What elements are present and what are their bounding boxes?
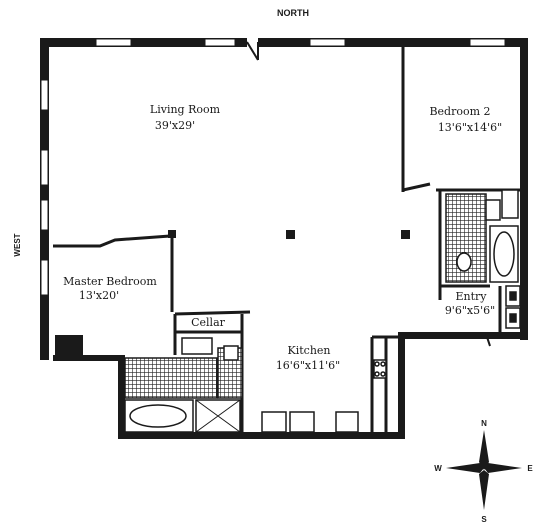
bedroom2-name: Bedroom 2 (429, 105, 490, 118)
column (168, 230, 176, 238)
compass-s-label: S (481, 515, 487, 524)
interior-walls (53, 46, 520, 432)
master-vanity (181, 337, 213, 355)
bath-west-wall (118, 355, 125, 439)
master-north-wall (53, 234, 171, 248)
compass-e-label: E (527, 464, 533, 473)
master-tub-basin (129, 404, 187, 428)
entry-door-swing (485, 333, 491, 347)
burner (374, 361, 380, 367)
closet-mark (509, 313, 517, 323)
window (40, 149, 49, 186)
entry-name: Entry (455, 290, 487, 303)
window (40, 259, 49, 296)
kitchen-east-wall (398, 332, 405, 438)
compass-north-point (479, 430, 489, 470)
bathroom-2 (445, 189, 519, 283)
burner (380, 361, 386, 367)
bath2-sink (485, 199, 501, 221)
north-wall-east (258, 38, 526, 47)
west-label: WEST (13, 233, 22, 256)
kitchen-dimensions: 16'6"x11'6" (276, 359, 340, 372)
appliance (261, 411, 287, 433)
bath2-tile-floor (445, 193, 487, 283)
compass-south-point (479, 470, 489, 510)
master-south-wall (53, 355, 125, 361)
kitchen-appliances (261, 359, 387, 433)
window (204, 38, 236, 47)
exterior-walls (40, 38, 528, 439)
master-bath-tile (124, 357, 218, 399)
living-room-name: Living Room (150, 103, 221, 116)
north-label: NORTH (277, 8, 309, 18)
windows (40, 38, 506, 296)
cellar-name: Cellar (191, 316, 226, 329)
window (40, 199, 49, 231)
cellar-top (174, 310, 251, 316)
shower-mark (195, 399, 241, 433)
entry-bottom-wall (402, 332, 528, 339)
compass-rose: N S W E (434, 419, 533, 524)
compass-west-point (446, 463, 484, 473)
compass-n-label: N (481, 419, 487, 428)
west-wall (40, 38, 49, 360)
master-bathroom (124, 337, 243, 433)
entry-closets (505, 285, 521, 329)
compass-east-point (484, 463, 522, 473)
compass-w-label: W (434, 464, 442, 473)
window (469, 38, 506, 47)
bath2-tub-basin (493, 231, 515, 277)
north-door-swing (246, 41, 259, 61)
window (40, 79, 49, 111)
bedroom2-door (402, 182, 431, 192)
burner (380, 371, 386, 377)
column (286, 230, 295, 239)
appliance (289, 411, 315, 433)
bedroom2-dimensions: 13'6"x14'6" (438, 121, 502, 134)
column (401, 230, 410, 239)
master-bedroom-dimensions: 13'x20' (79, 289, 119, 302)
window (95, 38, 132, 47)
sink (335, 411, 359, 433)
columns (55, 230, 410, 357)
bath2-toilet (456, 252, 472, 272)
master-toilet (223, 345, 239, 361)
master-bedroom-name: Master Bedroom (63, 275, 157, 288)
entry-dimensions: 9'6"x5'6" (445, 304, 495, 317)
north-wall-west (43, 38, 247, 47)
closet-mark (509, 291, 517, 301)
linen-closet (501, 189, 519, 219)
fireplace (55, 335, 83, 357)
south-wall (118, 432, 405, 439)
window (309, 38, 346, 47)
east-wall (520, 38, 528, 340)
living-room-dimensions: 39'x29' (155, 119, 195, 132)
kitchen-name: Kitchen (288, 344, 331, 357)
burner (374, 371, 380, 377)
